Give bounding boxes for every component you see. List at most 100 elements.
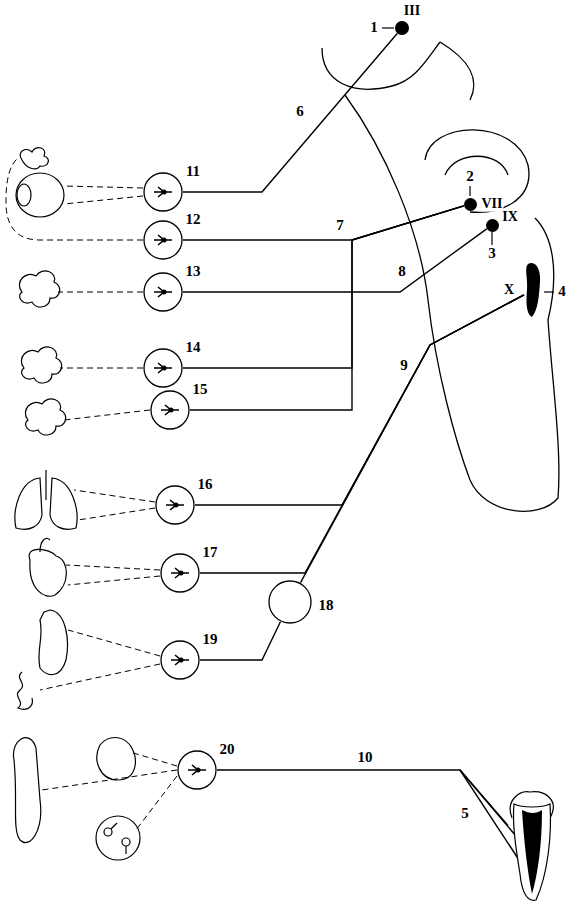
callout-number: 18 — [318, 598, 335, 614]
ganglion-circle-shape — [160, 640, 200, 680]
nerve-nucleus-label: IX — [501, 210, 519, 225]
organ-drawings — [15, 478, 42, 529]
organ-drawings — [122, 838, 130, 846]
nucleus-dot — [464, 198, 477, 211]
nerve-fiber — [301, 295, 524, 583]
callout-number: 16 — [197, 477, 214, 493]
organ-drawings — [25, 399, 65, 435]
nucleus-dot: VII — [464, 198, 477, 211]
ganglion-outline — [178, 751, 216, 789]
nerve-fiber — [183, 206, 464, 240]
ganglion-outline — [161, 554, 199, 592]
nerve-nucleus-label: VII — [480, 197, 503, 212]
nerve-nucleus-label: X — [503, 283, 515, 298]
callout-number: 10 — [357, 750, 374, 766]
ganglion-circle-shape — [155, 485, 195, 525]
nerve-branches — [66, 565, 160, 570]
ganglion-circle: 11 — [143, 172, 183, 212]
synapse-symbol — [154, 187, 172, 197]
synapse-symbol — [179, 658, 184, 663]
brain-outline — [425, 130, 529, 213]
nerve-fiber — [183, 206, 464, 368]
nerve-branches — [40, 664, 160, 690]
leader-lines — [469, 186, 470, 196]
callout-number: 14 — [185, 340, 202, 356]
callout-number: 3 — [487, 246, 497, 262]
synapse-symbol — [169, 408, 174, 413]
callout-number: 11 — [185, 164, 201, 180]
organ-drawings — [13, 738, 40, 843]
ganglion-circle: 14 — [143, 348, 183, 388]
cord-outline — [513, 804, 550, 900]
callout-number: 4 — [557, 284, 567, 300]
ganglion-outline — [144, 273, 182, 311]
ganglion-circle-shape — [143, 172, 183, 212]
nerve-branches — [42, 770, 177, 790]
nerve-fiber — [200, 295, 524, 573]
nerve-branches — [68, 576, 160, 585]
nerve-nucleus-label: III — [403, 4, 421, 19]
organ-drawings — [20, 148, 48, 169]
synapse-symbol — [162, 190, 167, 195]
synapse-symbol — [174, 503, 179, 508]
leader-lines — [491, 232, 492, 245]
ganglion-circle: 16 — [155, 485, 195, 525]
nerve-fiber — [183, 229, 487, 292]
synapse-symbol — [196, 768, 201, 773]
ganglion-outline — [269, 581, 311, 623]
brain-outline — [322, 42, 559, 511]
vagus-nucleus: X — [524, 262, 542, 318]
organ-drawings — [111, 823, 117, 829]
nucleus-dot-shape — [486, 219, 499, 232]
nerve-branches — [58, 292, 143, 293]
callout-number: 9 — [399, 358, 409, 374]
callout-number: 5 — [460, 806, 470, 822]
organ-drawings — [17, 672, 32, 709]
ganglion-outline — [161, 641, 199, 679]
brain-outline — [322, 42, 440, 89]
organ-drawings — [96, 816, 140, 860]
synapse-symbol — [154, 235, 172, 245]
nerve-branches — [6, 158, 177, 830]
sacral-cord-segment: 5 — [508, 804, 554, 900]
synapse-symbol — [161, 405, 179, 415]
sacral-cord-segment-shape — [508, 804, 554, 900]
synapse-symbol — [162, 366, 167, 371]
callout-number: 13 — [185, 264, 202, 280]
ganglion-circle: 13 — [143, 272, 183, 312]
organ-drawings — [21, 347, 61, 383]
nerve-branches — [78, 508, 155, 520]
nucleus-dot — [486, 219, 499, 232]
nerve-branches — [64, 196, 143, 204]
organ-drawings — [45, 470, 46, 500]
callout-number: 7 — [335, 218, 345, 234]
synapse-symbol — [154, 287, 172, 297]
organ-drawings — [29, 549, 66, 596]
organ-drawings — [125, 846, 126, 854]
nucleus-dot-shape — [395, 21, 409, 35]
nerve-fiber — [200, 622, 280, 660]
ganglion-circle-shape — [150, 390, 190, 430]
ganglion-circle: 20 — [177, 750, 217, 790]
synapse-symbol — [162, 290, 167, 295]
nerve-branches — [60, 368, 143, 369]
nerve-branches — [136, 776, 177, 830]
organ-drawings — [40, 539, 50, 553]
plexus-circle: 18 — [268, 580, 312, 624]
organ-drawings — [16, 173, 64, 217]
ganglion-circle-shape — [143, 348, 183, 388]
organ-drawings — [97, 738, 135, 781]
ganglion-outline — [144, 349, 182, 387]
ganglion-outline — [156, 486, 194, 524]
ganglion-circle-shape — [143, 220, 183, 260]
nucleus-dot: IX — [486, 219, 499, 232]
brain-outline — [445, 156, 508, 175]
synapse-symbol — [154, 363, 172, 373]
vagus-nucleus-shape — [524, 262, 542, 318]
plexus-circle-shape — [268, 580, 312, 624]
nerve-branches — [68, 630, 160, 656]
ganglion-outline — [151, 391, 189, 429]
